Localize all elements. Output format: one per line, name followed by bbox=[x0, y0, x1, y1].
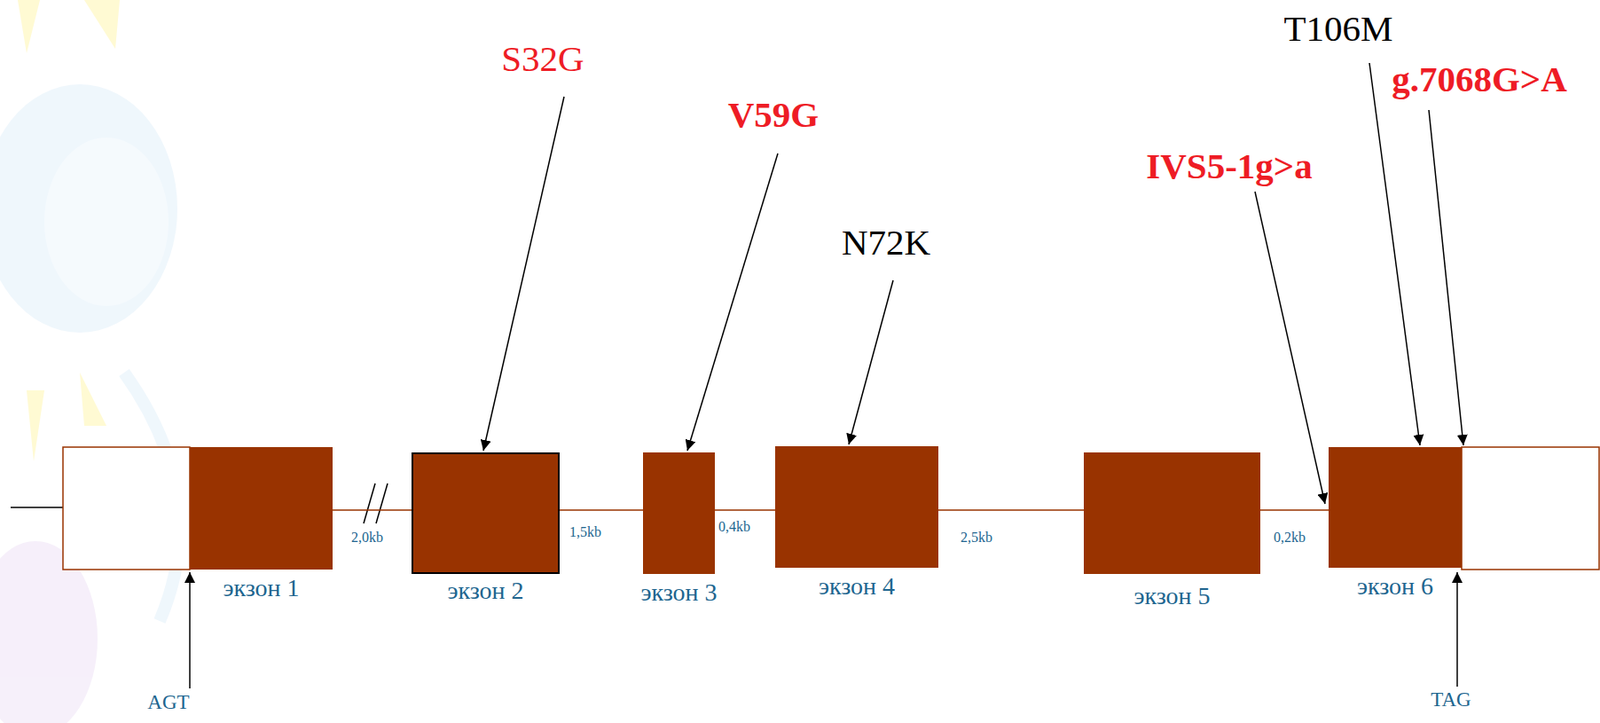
mutation-label: g.7068G>A bbox=[1391, 61, 1568, 98]
mutation-label-box: V59G bbox=[728, 96, 820, 134]
intron-size-box: 2,5kb bbox=[960, 530, 993, 545]
mutation-label: V59G bbox=[728, 96, 820, 134]
leader-line bbox=[848, 280, 894, 445]
leader-line bbox=[483, 96, 565, 451]
exon-label: экзон 2 bbox=[447, 577, 524, 605]
intron-size: 2,5kb bbox=[960, 530, 993, 545]
exon-box: экзон 3 bbox=[643, 452, 715, 574]
mutation-label-box: g.7068G>A bbox=[1391, 61, 1568, 98]
mutation-label: S32G bbox=[501, 40, 584, 78]
leader-line bbox=[1369, 62, 1420, 446]
ornament bbox=[0, 0, 181, 723]
codon-label-box: AGT bbox=[147, 691, 189, 713]
mutation-label-box: S32G bbox=[501, 40, 584, 78]
mutation-label: IVS5-1g>a bbox=[1145, 148, 1312, 185]
intron-line bbox=[559, 509, 644, 511]
exon-box: экзон 1 bbox=[189, 447, 333, 570]
exon-box: экзон 4 bbox=[775, 446, 939, 568]
intron-line bbox=[714, 509, 776, 511]
intron-size-box: 0,4kb bbox=[718, 519, 751, 534]
intron-size: 0,2kb bbox=[1273, 530, 1306, 545]
codon-arrow bbox=[188, 572, 191, 689]
intron-line bbox=[1260, 509, 1329, 511]
mutation-label-box: IVS5-1g>a bbox=[1145, 148, 1312, 185]
mutation-label: T106M bbox=[1284, 10, 1394, 48]
intron-size: 2,0kb bbox=[351, 530, 384, 545]
mutation-label: N72K bbox=[841, 224, 931, 261]
codon-label-box: TAG bbox=[1430, 689, 1471, 710]
leader-line bbox=[1428, 109, 1464, 446]
intron-size-box: 0,2kb bbox=[1273, 530, 1306, 545]
exon-label: экзон 5 bbox=[1133, 582, 1210, 611]
break-mark bbox=[363, 483, 376, 524]
exon-box: экзон 6 bbox=[1328, 447, 1462, 568]
codon-arrow bbox=[1456, 572, 1459, 687]
intron-size-box: 1,5kb bbox=[569, 525, 602, 540]
leader-line bbox=[687, 153, 778, 451]
intron-size-box: 2,0kb bbox=[351, 530, 384, 545]
intron-line bbox=[332, 509, 412, 511]
mutation-label-box: N72K bbox=[841, 224, 931, 261]
exon-box: экзон 2 bbox=[411, 452, 560, 574]
utr-5-box bbox=[62, 447, 190, 570]
mutation-label-box: T106M bbox=[1284, 10, 1394, 48]
codon-label: AGT bbox=[147, 691, 189, 713]
exon-label: экзон 4 bbox=[818, 572, 895, 601]
codon-label: TAG bbox=[1430, 689, 1471, 710]
upstream-line bbox=[10, 506, 63, 509]
leader-line bbox=[1254, 191, 1326, 504]
break-mark bbox=[376, 483, 388, 524]
exon-label: экзон 1 bbox=[222, 574, 299, 603]
exon-label: экзон 6 bbox=[1356, 572, 1434, 601]
utr-3-box bbox=[1461, 447, 1600, 570]
intron-size: 0,4kb bbox=[718, 519, 751, 534]
leader-lines bbox=[189, 62, 1464, 689]
intron-line bbox=[938, 509, 1084, 511]
exon-box: экзон 5 bbox=[1083, 452, 1261, 574]
exon-label: экзон 3 bbox=[640, 579, 717, 607]
intron-size: 1,5kb bbox=[569, 525, 602, 540]
